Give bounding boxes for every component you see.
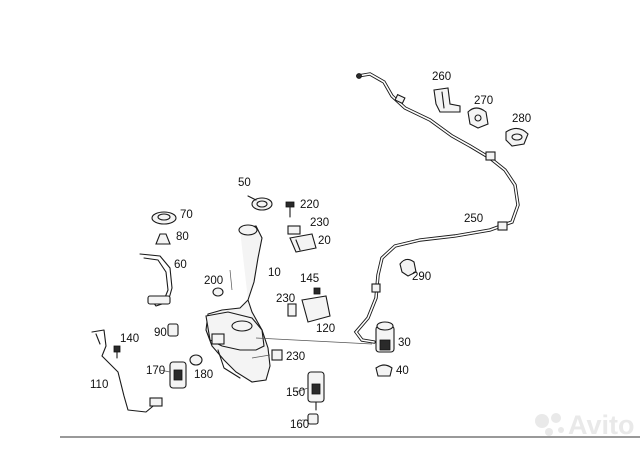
callout-180: 180 xyxy=(194,369,213,381)
callout-250: 250 xyxy=(464,213,483,225)
callout-30: 30 xyxy=(398,337,411,349)
clip-bracket-260 xyxy=(433,87,461,113)
callout-150: 150 xyxy=(286,387,305,399)
clip-230-upper xyxy=(287,225,301,235)
callout-230-middle: 230 xyxy=(276,293,295,305)
callout-260: 260 xyxy=(432,71,451,83)
bracket-rod-110 xyxy=(91,329,163,413)
screw-220 xyxy=(285,201,295,218)
callout-110: 110 xyxy=(90,379,108,391)
bolt-140 xyxy=(113,345,121,359)
watermark-logo-icon xyxy=(535,413,564,436)
callout-20: 20 xyxy=(318,235,331,247)
grommet-180 xyxy=(189,354,203,366)
callout-290: 290 xyxy=(412,271,431,283)
pump-170 xyxy=(169,361,187,389)
hose-clip-290 xyxy=(399,258,417,277)
callout-70: 70 xyxy=(180,209,193,221)
callout-170: 170 xyxy=(146,365,165,377)
pump-30 xyxy=(375,321,395,353)
washer-reservoir-10 xyxy=(205,224,271,383)
leader-lines xyxy=(159,269,373,421)
washer-hose-250 xyxy=(353,72,520,344)
callout-230-upper: 230 xyxy=(310,217,329,229)
grommet-200 xyxy=(212,287,224,297)
callout-200: 200 xyxy=(204,275,223,287)
pump-150 xyxy=(307,371,325,411)
clip-230-tank xyxy=(271,349,283,361)
callout-90: 90 xyxy=(154,327,167,339)
callout-270: 270 xyxy=(474,95,493,107)
bracket-120 xyxy=(287,295,331,323)
callout-145: 145 xyxy=(300,273,319,285)
callout-10: 10 xyxy=(268,267,281,279)
callout-120: 120 xyxy=(316,323,335,335)
grommet-80 xyxy=(155,233,171,245)
watermark: Avito xyxy=(535,410,635,440)
seal-160 xyxy=(307,413,319,425)
watermark-text: Avito xyxy=(568,410,635,440)
bracket-20 xyxy=(289,233,317,253)
filler-cap-50 xyxy=(247,195,273,211)
clamp-270 xyxy=(467,107,489,129)
clamp-280 xyxy=(505,127,529,147)
callout-50: 50 xyxy=(238,177,251,189)
seal-70 xyxy=(151,211,177,225)
callout-40: 40 xyxy=(396,365,409,377)
hose-60 xyxy=(139,253,173,307)
grommet-40 xyxy=(375,364,393,377)
callout-60: 60 xyxy=(174,259,187,271)
callout-labels: 10 20 30 40 50 60 70 80 90 110 120 140 1… xyxy=(90,71,531,431)
nut-145 xyxy=(313,287,321,295)
callout-280: 280 xyxy=(512,113,531,125)
callout-80: 80 xyxy=(176,231,189,243)
plug-90 xyxy=(167,323,179,337)
callout-140: 140 xyxy=(120,333,139,345)
callout-220: 220 xyxy=(300,199,319,211)
callout-160: 160 xyxy=(290,419,309,431)
callout-230-lower: 230 xyxy=(286,351,305,363)
